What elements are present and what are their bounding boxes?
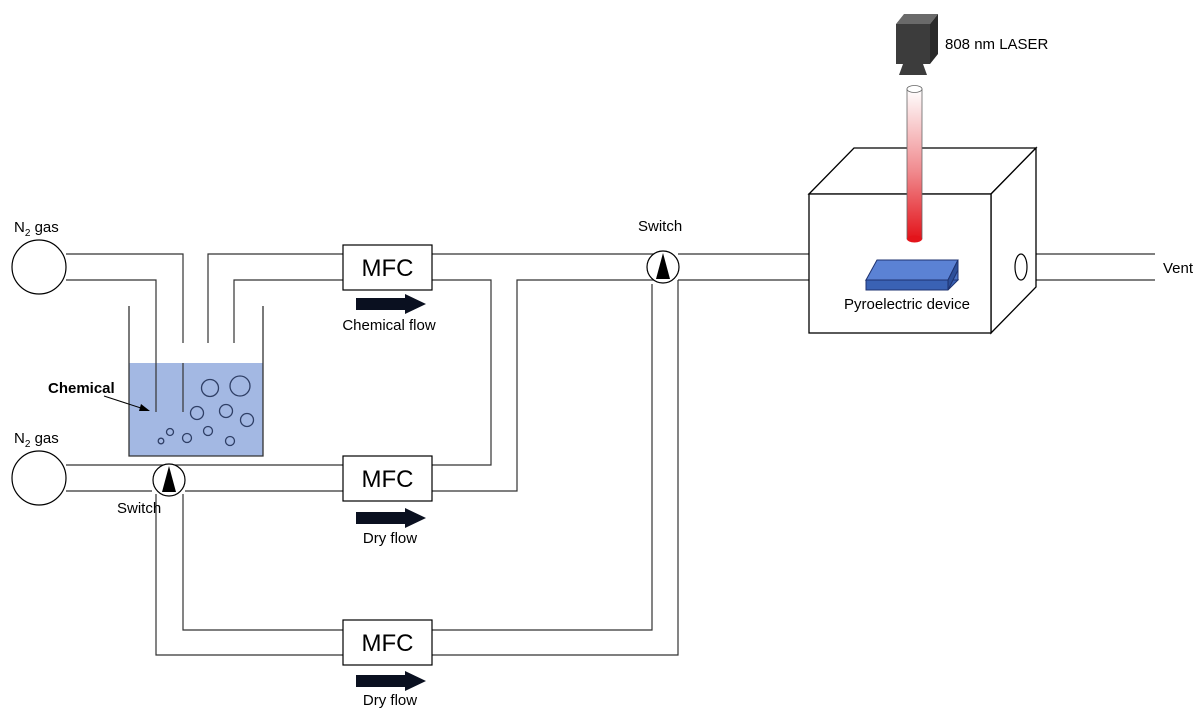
svg-text:MFC: MFC: [362, 466, 414, 493]
n2-gas-label-bottom: N2 gas: [14, 430, 59, 450]
bubbler-vessel: [128, 306, 264, 457]
vent-port: [1014, 253, 1028, 281]
laser-beam: [906, 85, 923, 243]
mfc-middle: MFC: [342, 455, 433, 502]
chemical-flow-label: Chemical flow: [342, 317, 436, 334]
pyroelectric-device: [864, 259, 960, 291]
vent-label: Vent: [1163, 260, 1194, 277]
dry-flow-label-bottom: Dry flow: [363, 692, 417, 709]
laser-label: 808 nm LASER: [945, 36, 1049, 53]
dry-flow-arrow-bottom: [356, 671, 426, 691]
n2-source-bottom: [11, 450, 67, 506]
n2-gas-label-top: N2 gas: [14, 219, 59, 239]
switch-label-right: Switch: [638, 218, 682, 235]
chemical-flow-arrow: [356, 294, 426, 314]
svg-text:MFC: MFC: [362, 255, 414, 282]
pyroelectric-label: Pyroelectric device: [844, 296, 970, 313]
svg-text:MFC: MFC: [362, 630, 414, 657]
chemical-pointer-arrow: [103, 395, 150, 411]
bubbles: [157, 375, 255, 447]
chemical-label: Chemical: [48, 380, 115, 397]
switch-valve-left[interactable]: [152, 463, 186, 497]
test-chamber: [807, 146, 1038, 335]
laser-source: [896, 14, 938, 75]
pipe-network: [66, 253, 1155, 656]
switch-label-left: Switch: [117, 500, 161, 517]
mfc-top: MFC: [342, 244, 433, 291]
switch-valve-right[interactable]: [646, 250, 680, 284]
mfc-bottom: MFC: [342, 619, 433, 666]
dry-flow-arrow-middle: [356, 508, 426, 528]
n2-source-top: [11, 239, 67, 295]
dry-flow-label-middle: Dry flow: [363, 530, 417, 547]
